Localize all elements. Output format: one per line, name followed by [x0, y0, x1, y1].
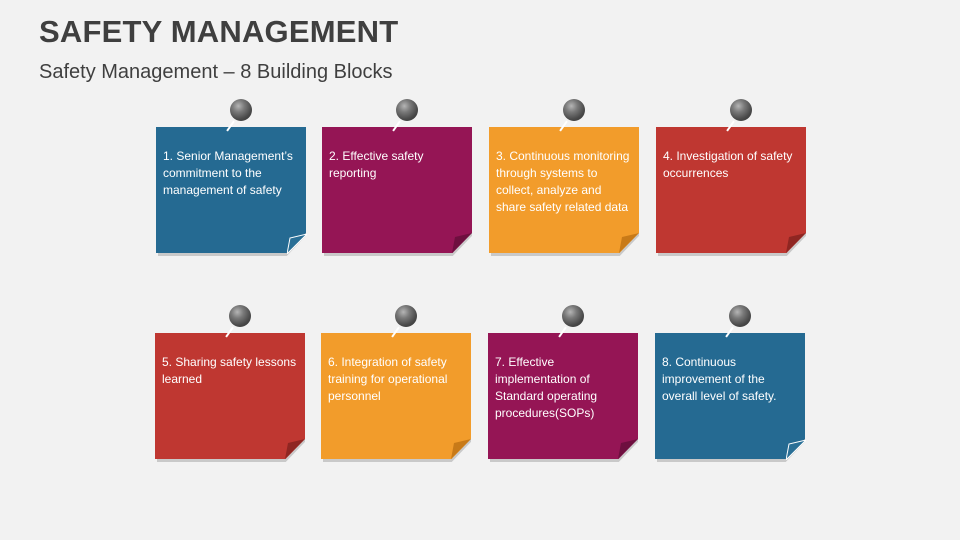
sticky-note — [656, 127, 806, 253]
block-label: 6. Integration of safety training for op… — [328, 355, 448, 403]
building-block-6: 6. Integration of safety training for op… — [321, 333, 471, 462]
building-block-2: 2. Effective safety reporting — [322, 127, 472, 256]
building-block-3: 3. Continuous monitoring through systems… — [489, 127, 639, 256]
sticky-note — [321, 333, 471, 459]
pushpin-icon — [229, 305, 251, 327]
page-curl-icon — [618, 439, 638, 459]
pushpin-icon — [395, 305, 417, 327]
pushpin-icon — [563, 99, 585, 121]
block-label: 8. Continuous improvement of the overall… — [662, 355, 777, 403]
page-curl-icon — [786, 233, 806, 253]
sticky-note — [489, 127, 639, 253]
page-curl-icon — [785, 439, 808, 462]
pushpin-icon — [230, 99, 252, 121]
block-label: 3. Continuous monitoring through systems… — [496, 149, 630, 214]
building-block-7: 7. Effective implementation of Standard … — [488, 333, 638, 462]
pushpin-icon — [562, 305, 584, 327]
page-title: SAFETY MANAGEMENT — [39, 14, 399, 49]
building-block-8: 8. Continuous improvement of the overall… — [655, 333, 808, 462]
sticky-note — [155, 333, 305, 459]
page-curl-icon — [286, 233, 309, 256]
page-subtitle: Safety Management – 8 Building Blocks — [39, 61, 393, 83]
block-label: 5. Sharing safety lessons learned — [162, 355, 297, 386]
building-block-4: 4. Investigation of safety occurrences — [656, 127, 806, 256]
pushpin-icon — [729, 305, 751, 327]
sticky-note — [488, 333, 638, 459]
building-block-1: 1. Senior Management’s commitment to the… — [156, 127, 309, 256]
page-curl-icon — [285, 439, 305, 459]
pushpin-icon — [730, 99, 752, 121]
page-curl-icon — [451, 439, 471, 459]
block-label: 2. Effective safety reporting — [329, 149, 424, 180]
sticky-note — [322, 127, 472, 253]
sticky-note — [156, 127, 306, 253]
building-block-5: 5. Sharing safety lessons learned — [155, 333, 305, 462]
page-curl-icon — [452, 233, 472, 253]
block-label: 4. Investigation of safety occurrences — [663, 149, 793, 180]
pushpin-icon — [396, 99, 418, 121]
sticky-note — [655, 333, 805, 459]
block-label: 7. Effective implementation of Standard … — [495, 355, 598, 420]
block-label: 1. Senior Management’s commitment to the… — [163, 149, 293, 197]
page-curl-icon — [619, 233, 639, 253]
